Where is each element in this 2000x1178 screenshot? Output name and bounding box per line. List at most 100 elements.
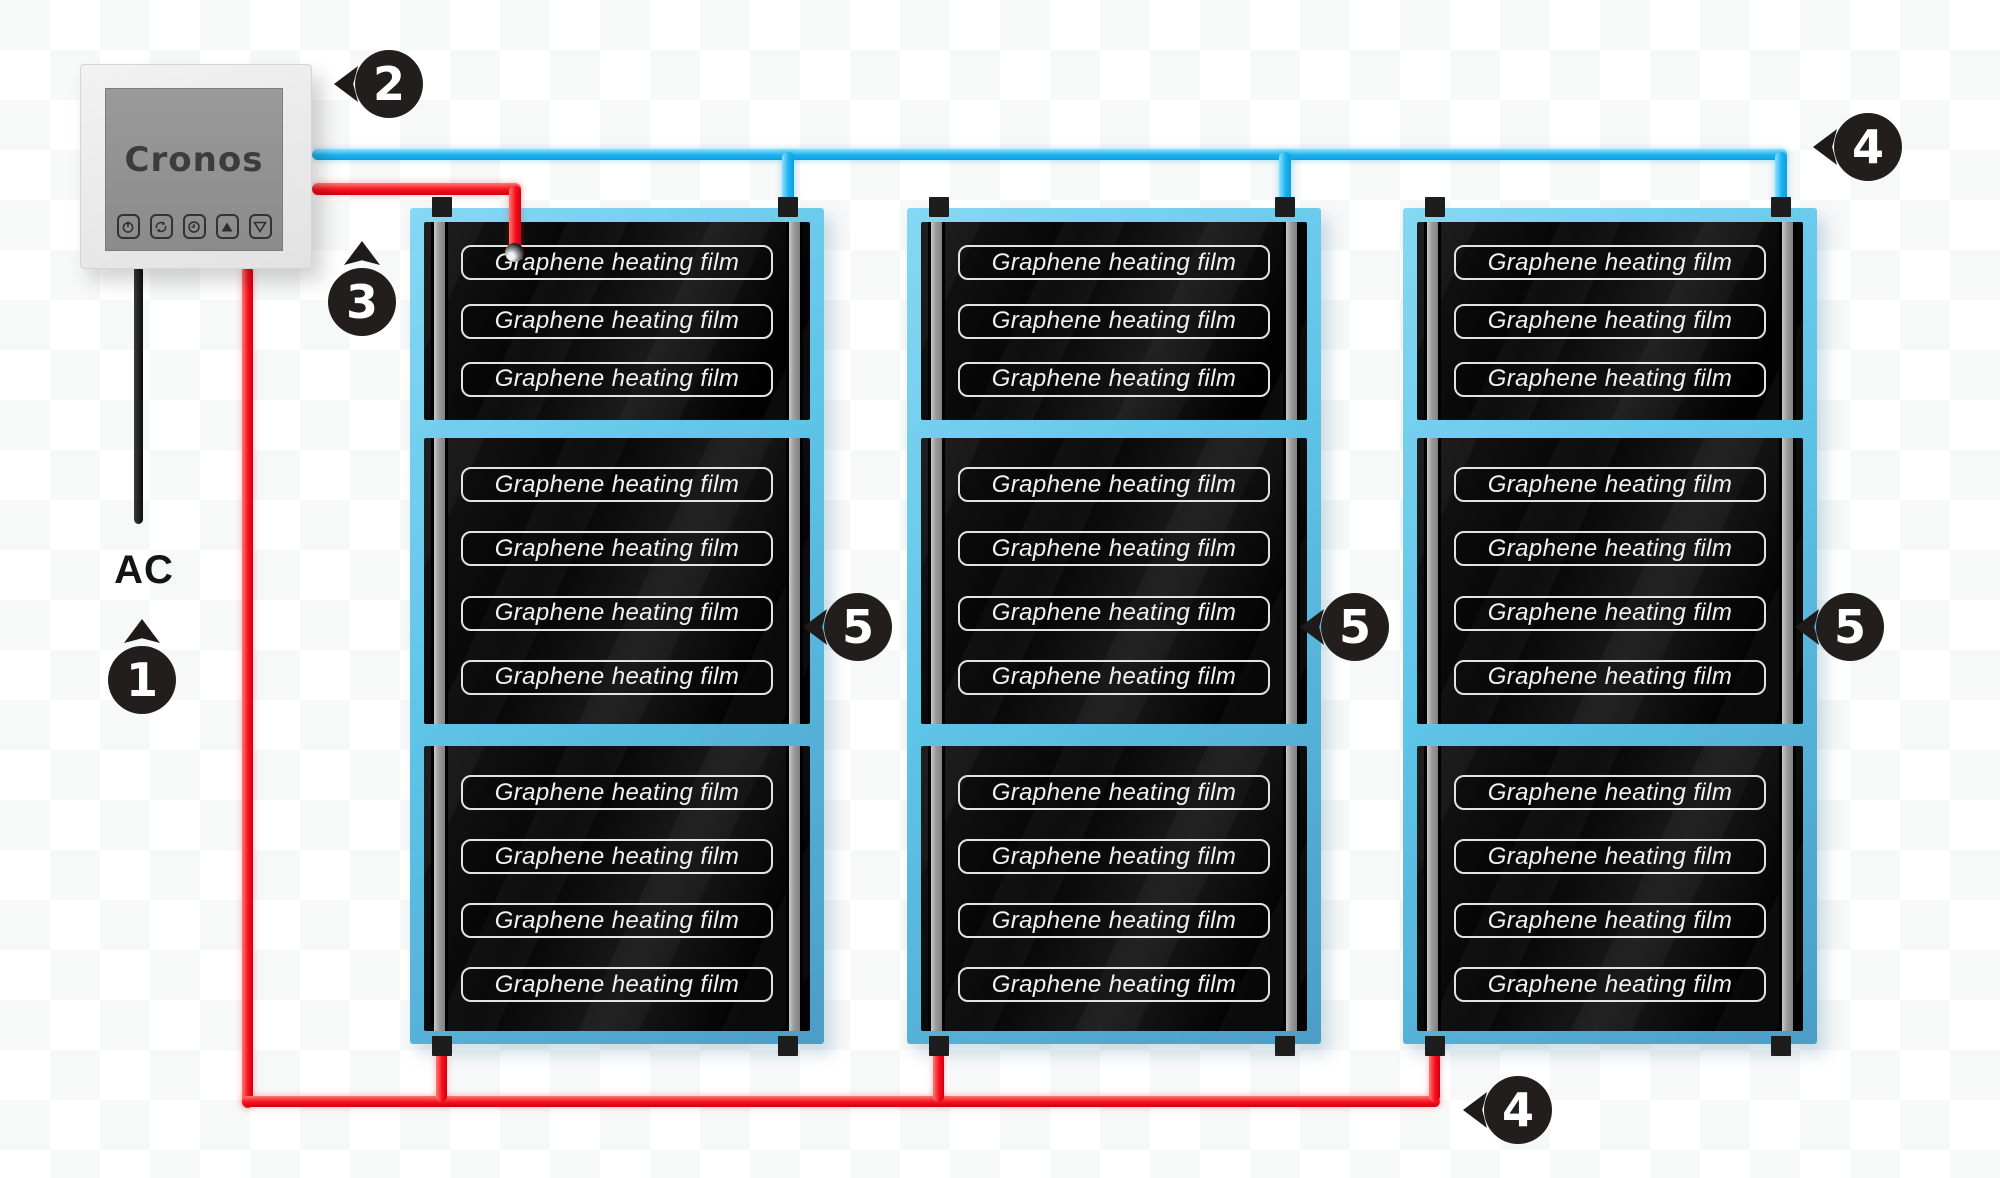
- hot-wire-into-film: [509, 186, 521, 254]
- callout-5-panel-3: 5: [1795, 593, 1884, 661]
- film-strip: Graphene heating film: [461, 595, 773, 631]
- thermostat: Cronos: [80, 64, 312, 269]
- callout-number: 3: [328, 268, 396, 336]
- film-strip: Graphene heating film: [461, 903, 773, 938]
- film-strip-label: Graphene heating film: [1487, 365, 1733, 393]
- copper-busbar: [431, 746, 448, 1031]
- callout-2: 2: [334, 50, 423, 118]
- film-strip-label: Graphene heating film: [991, 842, 1237, 870]
- copper-busbar: [1283, 746, 1300, 1031]
- panel-connector: [1425, 1036, 1445, 1056]
- copper-busbar: [1779, 746, 1796, 1031]
- film-strip-label: Graphene heating film: [1487, 248, 1733, 276]
- copper-busbar: [1424, 746, 1441, 1031]
- thermostat-brand: Cronos: [124, 140, 264, 180]
- power-icon: [122, 221, 134, 233]
- film-strip-label: Graphene heating film: [991, 778, 1237, 806]
- film-strip-label: Graphene heating film: [991, 307, 1237, 334]
- copper-busbar: [1424, 222, 1441, 420]
- panel-connector: [1771, 197, 1791, 217]
- callout-5-panel-2: 5: [1300, 593, 1389, 661]
- film-strip-label: Graphene heating film: [494, 599, 740, 627]
- panel-connector: [1425, 197, 1445, 217]
- copper-busbar: [928, 746, 945, 1031]
- film-strip-label: Graphene heating film: [494, 534, 740, 562]
- up-button[interactable]: [215, 214, 239, 239]
- hot-wire-left-riser: [242, 266, 253, 1108]
- down-arrow-icon: [253, 221, 267, 233]
- thermostat-screen: Cronos: [105, 88, 283, 251]
- callout-5-panel-1: 5: [803, 593, 892, 661]
- copper-busbar: [431, 438, 448, 724]
- copper-busbar: [1779, 222, 1796, 420]
- power-button[interactable]: [116, 214, 140, 239]
- film-strip: Graphene heating film: [1454, 245, 1766, 281]
- film-strip: Graphene heating film: [958, 659, 1270, 695]
- film-strip: Graphene heating film: [461, 775, 773, 810]
- film-strip: Graphene heating film: [461, 303, 773, 339]
- callout-4-top: 4: [1813, 113, 1902, 181]
- panel-connector: [432, 197, 452, 217]
- film-strip: Graphene heating film: [461, 467, 773, 503]
- film-strip: Graphene heating film: [958, 839, 1270, 874]
- film-strip: Graphene heating film: [461, 361, 773, 397]
- copper-busbar: [928, 438, 945, 724]
- film-strip: Graphene heating film: [461, 245, 773, 281]
- copper-busbar: [786, 438, 803, 724]
- film-strip-label: Graphene heating film: [1487, 906, 1733, 934]
- film-strip-label: Graphene heating film: [991, 248, 1237, 276]
- film-strip: Graphene heating film: [1454, 595, 1766, 631]
- down-button[interactable]: [248, 214, 272, 239]
- film-strip: Graphene heating film: [1454, 531, 1766, 567]
- film-strip-label: Graphene heating film: [1487, 307, 1733, 334]
- panel-connector: [1275, 197, 1295, 217]
- film-strip-label: Graphene heating film: [991, 534, 1237, 562]
- film-strip: Graphene heating film: [1454, 775, 1766, 810]
- film-strip-label: Graphene heating film: [494, 842, 740, 870]
- panel-connector: [778, 1036, 798, 1056]
- film-strip: Graphene heating film: [958, 903, 1270, 938]
- film-strip-label: Graphene heating film: [1487, 970, 1733, 998]
- film-strip: Graphene heating film: [958, 595, 1270, 631]
- film-strip: Graphene heating film: [1454, 839, 1766, 874]
- film-strip: Graphene heating film: [461, 531, 773, 567]
- callout-number: 1: [108, 646, 176, 714]
- callout-up-arrow-icon: [124, 619, 160, 643]
- panel-connector: [929, 197, 949, 217]
- film-strip: Graphene heating film: [958, 245, 1270, 281]
- film-strip-label: Graphene heating film: [991, 599, 1237, 627]
- film-strip-label: Graphene heating film: [991, 470, 1237, 498]
- film-strip-label: Graphene heating film: [494, 470, 740, 498]
- mode-button[interactable]: [149, 214, 173, 239]
- film-strip: Graphene heating film: [461, 967, 773, 1002]
- neutral-wire-drop-panel-2: [1279, 152, 1291, 210]
- copper-busbar: [1779, 438, 1796, 724]
- film-strip: Graphene heating film: [1454, 967, 1766, 1002]
- film-strip: Graphene heating film: [461, 839, 773, 874]
- callout-3: 3: [328, 241, 396, 336]
- panel-connector: [778, 197, 798, 217]
- film-strip-label: Graphene heating film: [991, 365, 1237, 393]
- callout-number: 5: [824, 593, 892, 661]
- copper-busbar: [1283, 222, 1300, 420]
- neutral-wire-bus: [312, 149, 1787, 160]
- callout-number: 4: [1834, 113, 1902, 181]
- time-button[interactable]: [182, 214, 206, 239]
- film-strip-label: Graphene heating film: [1487, 842, 1733, 870]
- panel-connector: [929, 1036, 949, 1056]
- callout-number: 4: [1484, 1076, 1552, 1144]
- callout-up-arrow-icon: [344, 241, 380, 265]
- copper-busbar: [928, 222, 945, 420]
- thermostat-buttons: [105, 214, 283, 239]
- film-connection-terminal: [505, 243, 524, 262]
- hot-wire-from-thermostat: [312, 183, 521, 195]
- film-strip-label: Graphene heating film: [991, 663, 1237, 691]
